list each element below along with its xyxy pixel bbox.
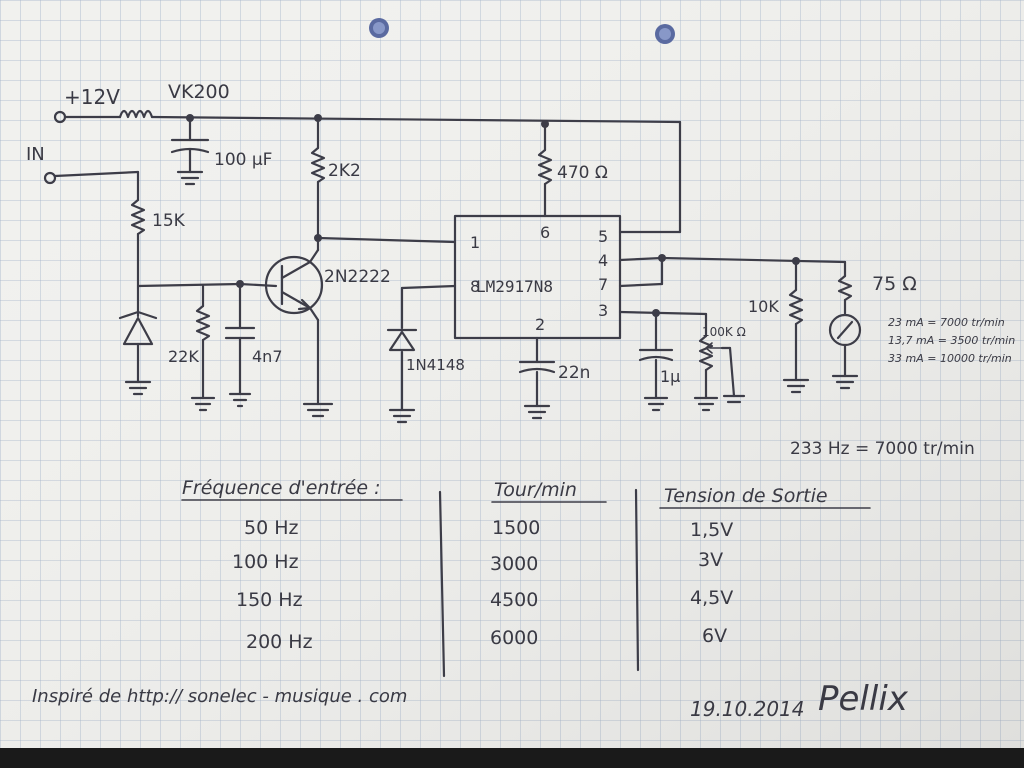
results-table <box>181 488 871 678</box>
cell-volt-4: 6V <box>702 625 727 647</box>
transistor-icon <box>264 236 334 418</box>
pin-6-label: 6 <box>540 223 550 242</box>
cell-rpm-1: 1500 <box>492 517 540 539</box>
pin4-pin7-link <box>618 254 847 288</box>
calibration-note: 233 Hz = 7000 tr/min <box>790 439 975 459</box>
capacitor-pin2 <box>518 336 556 420</box>
diode-1n4148 <box>386 284 457 424</box>
pin-8-label: 8 <box>470 277 480 296</box>
supply-label: +12V <box>64 85 120 109</box>
r-load-label: 10K <box>748 297 779 316</box>
pin-4-label: 4 <box>598 251 608 270</box>
resistor-collector <box>310 116 457 244</box>
header-voltage: Tension de Sortie <box>664 485 828 507</box>
r-pin6-label: 470 Ω <box>557 163 608 183</box>
r-input-label: 15K <box>152 211 186 231</box>
cell-freq-4: 200 Hz <box>246 631 313 653</box>
meter-note-3: 33 mA = 10000 tr/min <box>888 352 1012 365</box>
signature: Pellix <box>818 679 909 719</box>
diode-label: 1N4148 <box>406 356 465 374</box>
r-meter-label: 75 Ω <box>872 273 917 295</box>
header-rpm: Tour/min <box>494 479 577 501</box>
cell-freq-3: 150 Hz <box>236 589 303 611</box>
cell-freq-2: 100 Hz <box>232 551 299 573</box>
input-path <box>43 170 278 290</box>
cell-rpm-4: 6000 <box>490 627 538 649</box>
resistor-pin6 <box>537 122 553 218</box>
header-frequency: Fréquence d'entrée : <box>182 477 381 499</box>
cell-volt-1: 1,5V <box>690 519 733 541</box>
source-note: Inspiré de http:// sonelec - musique . c… <box>32 686 407 707</box>
capacitor-supply <box>170 116 210 186</box>
ic-name: LM2917N8 <box>476 277 553 296</box>
paper-sheet <box>0 0 1024 748</box>
transistor-label: 2N2222 <box>324 267 391 287</box>
date-note: 19.10.2014 <box>690 697 805 721</box>
r-collector-label: 2K2 <box>328 161 361 181</box>
cell-rpm-2: 3000 <box>490 553 538 575</box>
pot-label: 100K Ω <box>702 325 746 339</box>
input-label: IN <box>26 144 45 165</box>
pin-1-label: 1 <box>470 233 480 252</box>
pin-3-label: 3 <box>598 301 608 320</box>
output-network <box>618 309 746 412</box>
cap-pin2-label: 22n <box>558 363 590 383</box>
regulator-label: VK200 <box>168 81 230 103</box>
resistor-load <box>782 259 810 394</box>
resistor-base <box>190 284 216 412</box>
cell-freq-1: 50 Hz <box>244 517 299 539</box>
zener-diode <box>118 286 158 396</box>
pin-7-label: 7 <box>598 275 608 294</box>
cap-supply-label: 100 µF <box>214 150 272 170</box>
pin-2-label: 2 <box>535 315 545 334</box>
choke-vk200-icon <box>118 109 154 119</box>
r-base-label: 22K <box>168 347 199 366</box>
supply-rail <box>53 109 682 234</box>
cap-base-label: 4n7 <box>252 347 283 366</box>
meter-note-2: 13,7 mA = 3500 tr/min <box>888 334 1015 347</box>
cap-pin3-label: 1µ <box>660 367 680 386</box>
meter-branch <box>828 260 862 390</box>
capacitor-base <box>224 282 256 408</box>
cell-volt-3: 4,5V <box>690 587 733 609</box>
meter-note-1: 23 mA = 7000 tr/min <box>888 316 1005 329</box>
pin-5-label: 5 <box>598 227 608 246</box>
cell-volt-2: 3V <box>698 549 723 571</box>
cell-rpm-3: 4500 <box>490 589 538 611</box>
